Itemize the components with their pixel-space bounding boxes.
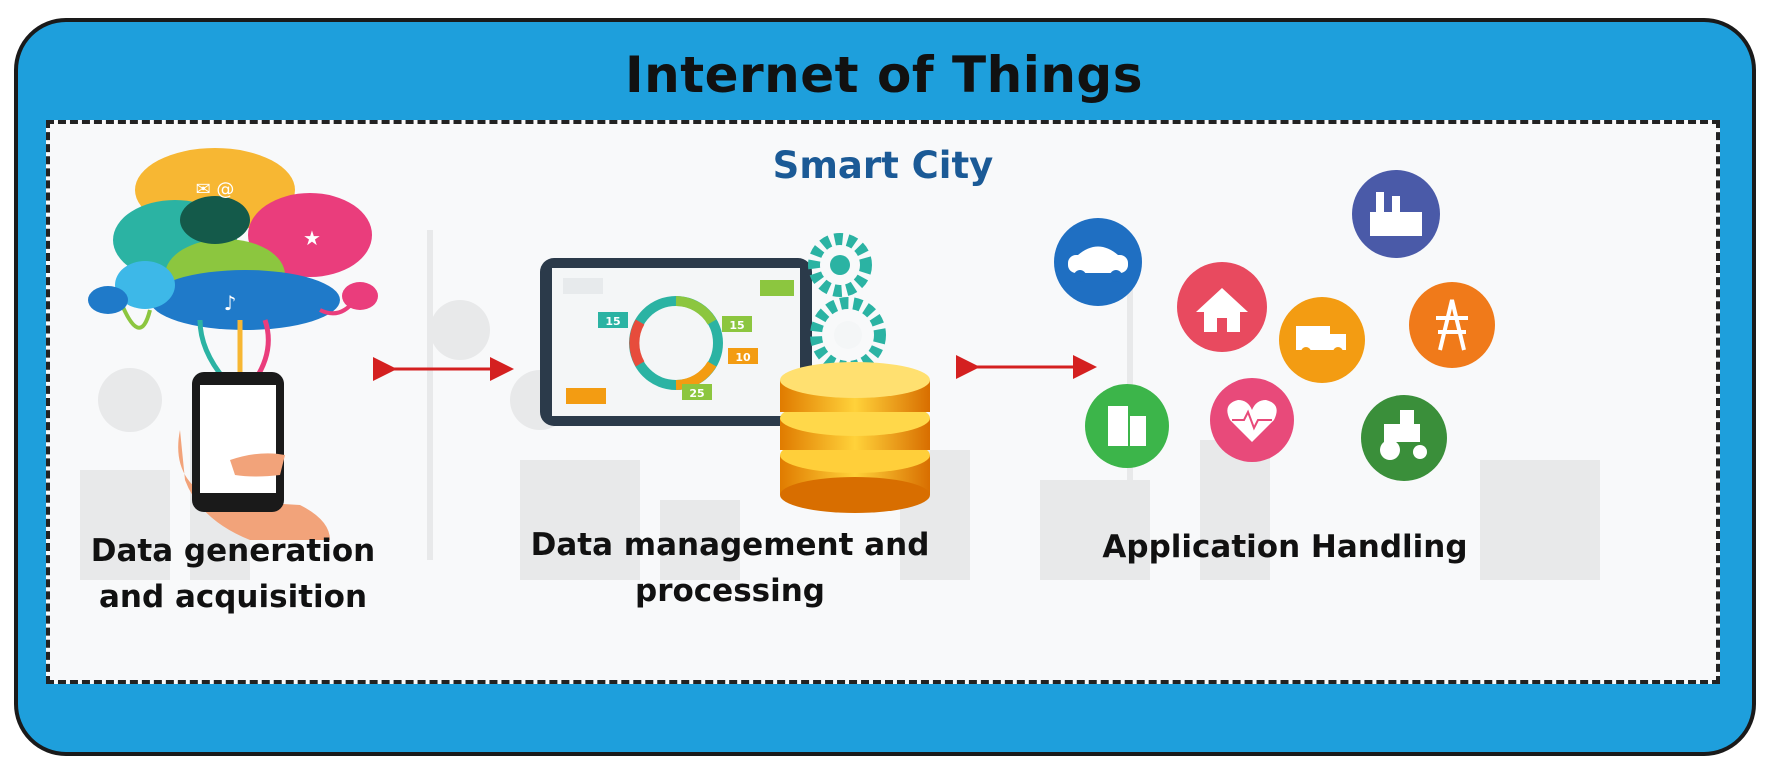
tablet-value: 10 xyxy=(735,351,751,364)
tablet-value: 15 xyxy=(605,315,620,328)
gear-icon xyxy=(808,233,886,373)
tablet-dashboard-icon xyxy=(540,258,812,426)
svg-text:★: ★ xyxy=(303,226,321,250)
truck-icon xyxy=(1279,297,1365,383)
car-icon xyxy=(1054,218,1142,306)
svg-text:✉ @: ✉ @ xyxy=(196,179,235,200)
panel-subtitle: Smart City xyxy=(772,144,994,187)
svg-text:♪: ♪ xyxy=(224,291,237,315)
tractor-icon xyxy=(1361,395,1447,481)
factory-icon xyxy=(1352,170,1440,258)
tablet-value: 25 xyxy=(689,387,704,400)
diagram-title: Internet of Things xyxy=(625,46,1143,104)
stage-label-application-handling: Application Handling xyxy=(1102,529,1468,565)
tablet-value: 15 xyxy=(729,319,744,332)
power-tower-icon xyxy=(1409,282,1495,368)
building-icon xyxy=(1085,384,1169,468)
home-icon xyxy=(1177,262,1267,352)
database-icon xyxy=(780,362,930,513)
smartphone-in-hand-icon xyxy=(178,372,330,540)
stage-label-data-management: Data management and processing xyxy=(530,527,930,609)
cloud-tree-icon: ✉ @ ★ ♪ xyxy=(88,148,378,382)
health-heart-icon xyxy=(1210,378,1294,462)
stage-label-data-generation: Data generation and acquisition xyxy=(90,533,376,615)
